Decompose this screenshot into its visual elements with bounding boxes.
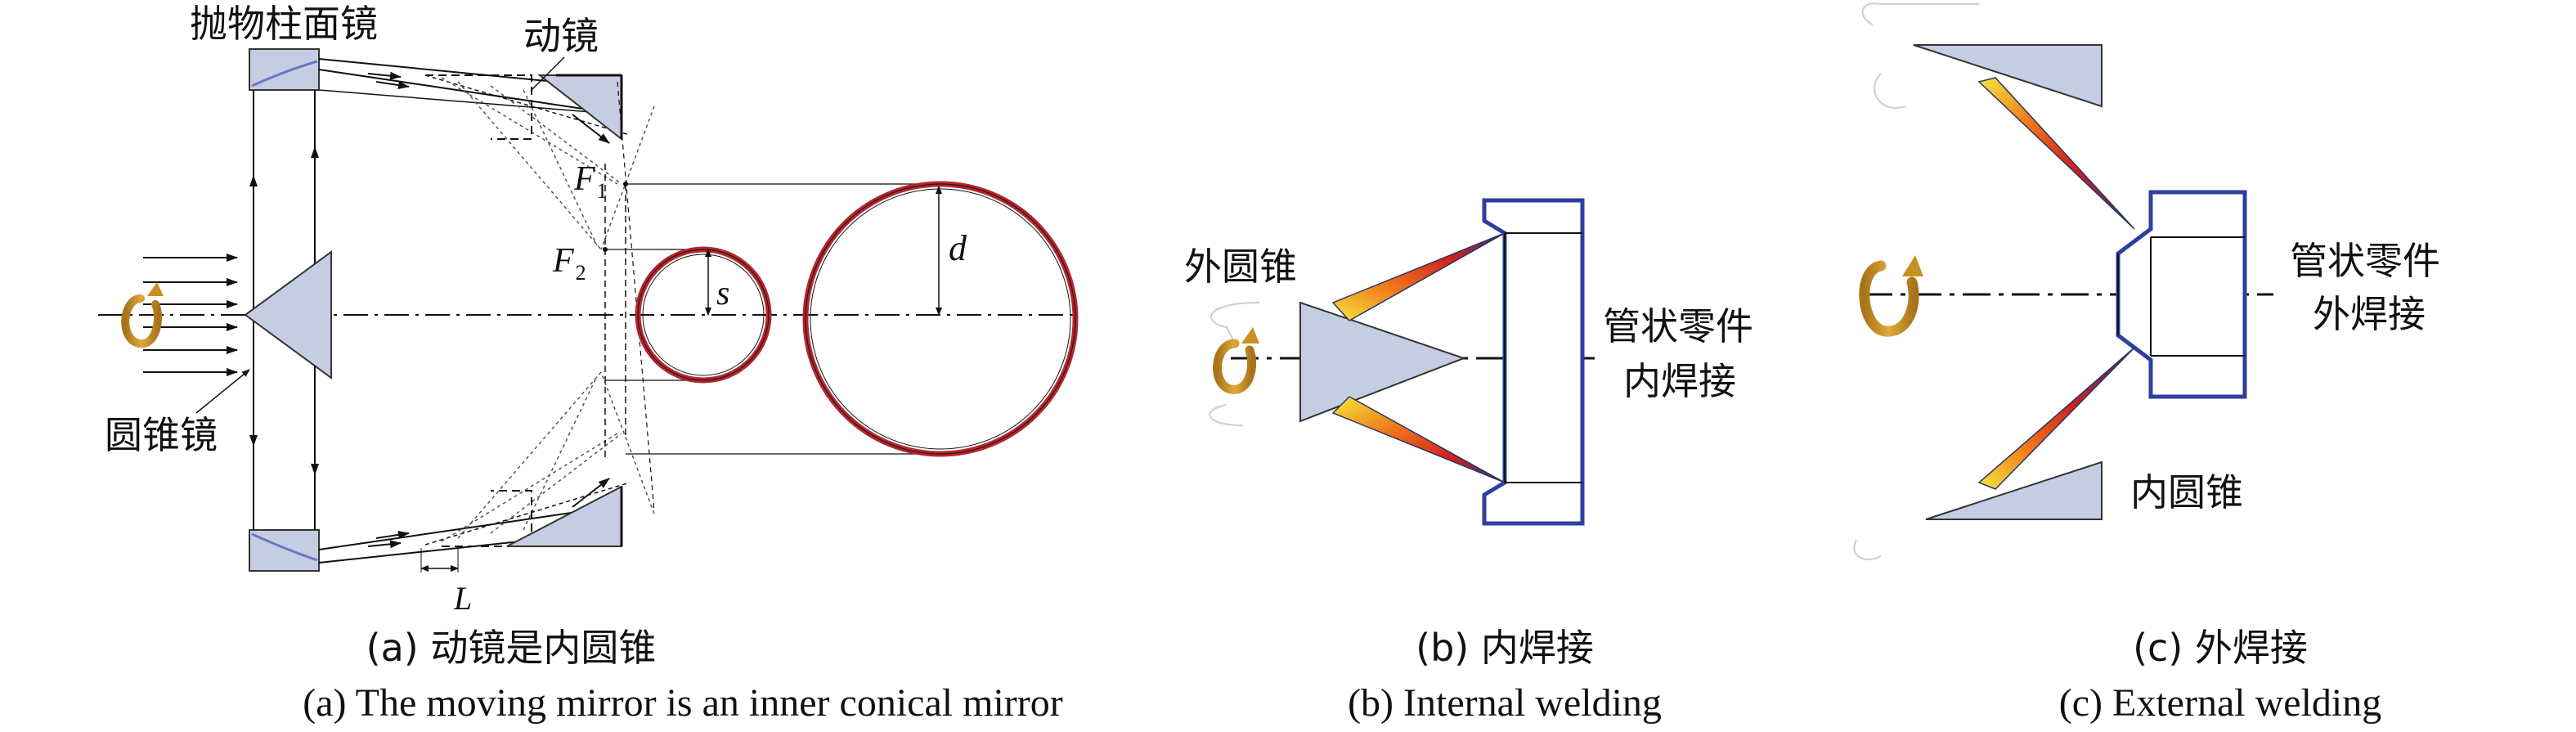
moving-mirror-bottom bbox=[506, 485, 622, 547]
parabolic-mirror-bottom bbox=[249, 529, 320, 572]
moving-mirror-dashed-top bbox=[425, 74, 532, 140]
caption-b-cn: (b) 内焊接 bbox=[1416, 626, 1594, 670]
label-tube-b-line2: 内焊接 bbox=[1623, 359, 1736, 403]
label-tube-c-line1: 管状零件 bbox=[2290, 239, 2440, 283]
label-s: s bbox=[716, 275, 729, 312]
label-outer-cone: 外圆锥 bbox=[1184, 245, 1297, 289]
inner-cone-top bbox=[1913, 44, 2103, 108]
label-d: d bbox=[949, 228, 967, 268]
tube-b bbox=[1482, 198, 1585, 526]
rotation-arrow-icon bbox=[1859, 255, 1923, 337]
outer-cone bbox=[1299, 301, 1466, 423]
caption-b-en: (b) Internal welding bbox=[1348, 681, 1662, 725]
label-tube-c-line2: 外焊接 bbox=[2313, 292, 2426, 336]
cone-mirror bbox=[244, 250, 332, 379]
label-parabolic-mirror: 抛物柱面镜 bbox=[190, 2, 378, 46]
beam-b-bottom bbox=[1331, 396, 1506, 483]
beam-c-bottom bbox=[1977, 347, 2135, 490]
label-inner-cone: 内圆锥 bbox=[2130, 470, 2243, 514]
label-F2: F2 bbox=[552, 242, 586, 285]
tube-c bbox=[2116, 190, 2247, 399]
label-tube-b-line1: 管状零件 bbox=[1603, 304, 1753, 348]
beam-b-top bbox=[1331, 232, 1506, 321]
panel-a: L F1 F2 s d 抛物柱面镜 动镜 圆锥镜 (a) 动镜是内圆锥 bbox=[98, 2, 1079, 725]
rotation-arrow-icon bbox=[121, 282, 164, 348]
large-pipe-ring bbox=[802, 181, 1079, 457]
caption-a-en: (a) The moving mirror is an inner conica… bbox=[303, 681, 1063, 725]
beam-c-top bbox=[1977, 77, 2135, 230]
label-moving-mirror: 动镜 bbox=[523, 14, 599, 58]
inner-cone-bottom bbox=[1925, 460, 2103, 520]
rotation-arrow-icon bbox=[1213, 327, 1259, 394]
label-cone-mirror: 圆锥镜 bbox=[105, 413, 218, 457]
parabolic-mirror-top bbox=[249, 48, 320, 91]
caption-a-cn: (a) 动镜是内圆锥 bbox=[366, 626, 657, 670]
moving-mirror-top bbox=[537, 74, 622, 141]
moving-mirror-dashed-bottom bbox=[442, 490, 532, 547]
label-L: L bbox=[453, 580, 472, 617]
parabolic-curve-bottom bbox=[251, 532, 318, 562]
label-F1: F1 bbox=[573, 160, 608, 203]
beams-top bbox=[318, 58, 655, 250]
parabolic-curve-top bbox=[251, 60, 318, 88]
caption-c-cn: (c) 外焊接 bbox=[2133, 626, 2308, 670]
caption-c-en: (c) External welding bbox=[2059, 681, 2382, 725]
panel-c: 管状零件 外焊接 内圆锥 (c) 外焊接 (c) External weldin… bbox=[1853, 2, 2440, 725]
panel-b: 外圆锥 管状零件 内焊接 (b) 内焊接 (b) Internal weldin… bbox=[1184, 198, 1753, 725]
